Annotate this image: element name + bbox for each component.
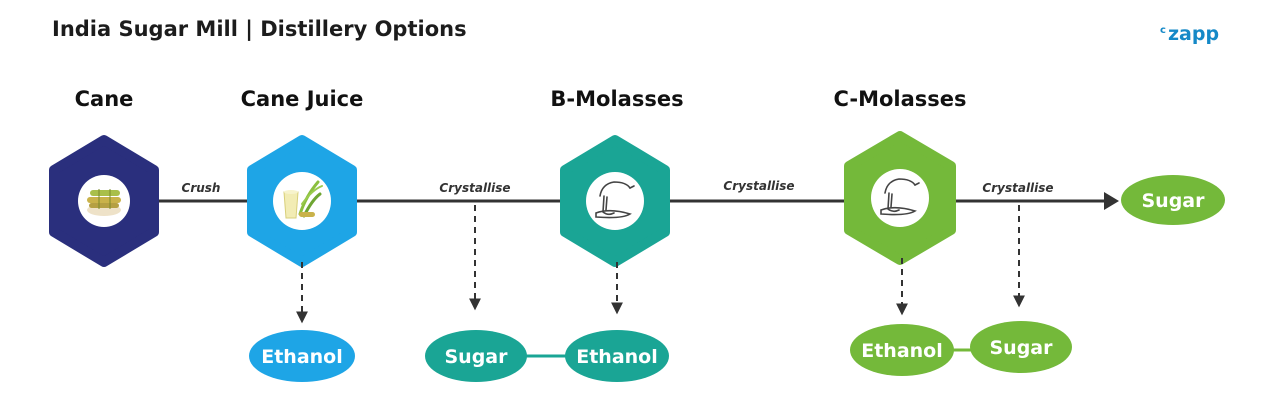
brand-prefix: c	[1160, 25, 1166, 36]
output-ethanol-b-label: Ethanol	[576, 346, 658, 368]
output-sugar-c: Sugar	[970, 321, 1072, 373]
brand-logo: c zapp	[1160, 23, 1219, 45]
output-ethanol-cane-juice: Ethanol	[249, 330, 355, 382]
output-sugar-b-label: Sugar	[444, 346, 508, 368]
output-ethanol-cane-juice-label: Ethanol	[261, 346, 343, 368]
edge-label-crystallise-3: Crystallise	[982, 181, 1053, 195]
output-sugar-c-label: Sugar	[989, 337, 1053, 359]
stage-node-cane-juice	[247, 135, 357, 267]
output-sugar-b: Sugar	[425, 330, 527, 382]
stage-label-b-molasses: B-Molasses	[550, 87, 683, 111]
brand-name: zapp	[1168, 23, 1219, 45]
output-sugar-final: Sugar	[1121, 175, 1225, 225]
stage-node-b-molasses	[560, 135, 670, 267]
stage-label-cane-juice: Cane Juice	[241, 87, 364, 111]
edge-label-crystallise-1: Crystallise	[439, 181, 510, 195]
output-ethanol-c: Ethanol	[850, 324, 954, 376]
page-title: India Sugar Mill | Distillery Options	[52, 17, 467, 42]
output-ethanol-b: Ethanol	[565, 330, 669, 382]
molasses-pour-icon	[880, 178, 920, 216]
sugarcane-bundle-icon	[87, 189, 121, 216]
stage-node-cane	[49, 135, 159, 267]
stage-label-c-molasses: C-Molasses	[833, 87, 966, 111]
stage-node-c-molasses	[844, 131, 956, 265]
output-sugar-final-label: Sugar	[1141, 190, 1205, 212]
edge-label-crush: Crush	[182, 181, 221, 195]
edge-label-crystallise-2: Crystallise	[723, 179, 794, 193]
stage-label-cane: Cane	[75, 87, 134, 111]
cane-juice-glass-icon	[283, 180, 323, 219]
molasses-pour-icon	[595, 181, 635, 219]
main-flow-arrowhead	[1104, 192, 1119, 210]
output-ethanol-c-label: Ethanol	[861, 340, 943, 362]
